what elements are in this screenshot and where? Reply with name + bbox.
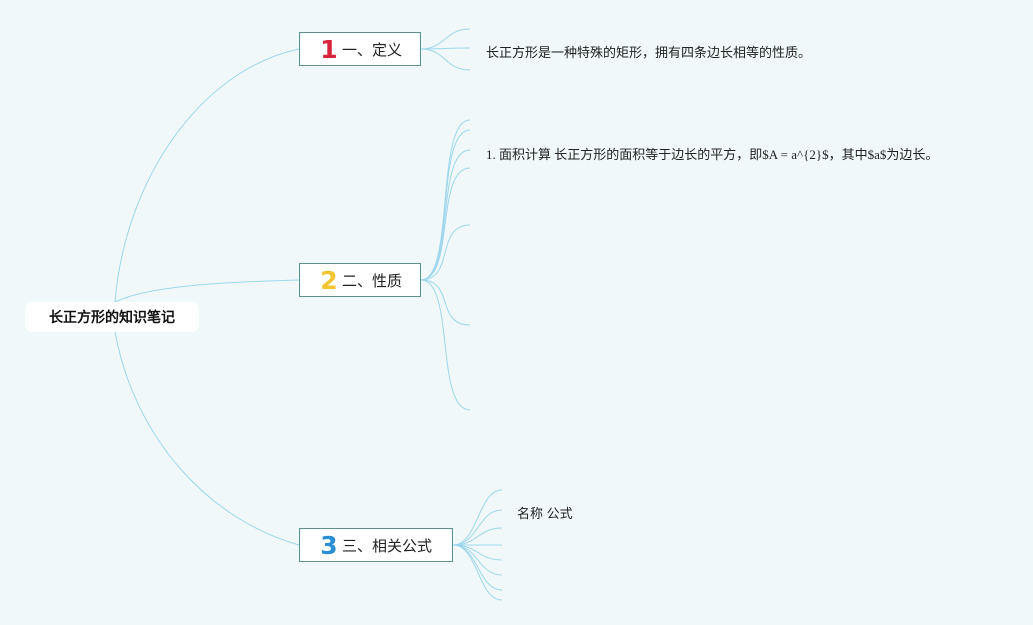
- connector-formulas-7: [452, 544, 503, 601]
- connector-properties-6: [420, 279, 471, 411]
- number-3-icon: 3: [320, 530, 338, 560]
- connector-formulas-2: [452, 527, 503, 546]
- connector-definition-2: [420, 48, 471, 71]
- connector-formulas-0: [452, 489, 503, 546]
- connector-root-branch3: [114, 331, 300, 546]
- connector-formulas-1: [452, 509, 503, 546]
- branch-properties[interactable]: 2 二、性质: [299, 263, 421, 297]
- branch-formulas[interactable]: 3 三、相关公式: [299, 528, 453, 562]
- connector-properties-2: [420, 149, 471, 281]
- leaf-formula-header[interactable]: 名称 公式: [517, 506, 573, 521]
- connector-properties-3: [420, 167, 471, 281]
- connector-root-branch1: [114, 48, 300, 303]
- root-topic-label: 长正方形的知识笔记: [49, 309, 175, 325]
- number-1-icon: 1: [320, 34, 338, 64]
- branch-properties-label: 二、性质: [342, 272, 403, 290]
- branch-definition[interactable]: 1 一、定义: [299, 32, 421, 66]
- number-2-icon: 2: [320, 265, 338, 295]
- connector-properties-4: [420, 224, 471, 281]
- connector-definition-0: [420, 28, 471, 50]
- connector-properties-5: [420, 279, 471, 326]
- connector-properties-1: [420, 129, 471, 281]
- leaf-area-text[interactable]: 1. 面积计算 长正方形的面积等于边长的平方，即$A = a^{2}$，其中$a…: [486, 147, 939, 162]
- connector-root-branch2: [114, 279, 300, 303]
- branch-definition-label: 一、定义: [342, 41, 403, 59]
- root-topic[interactable]: 长正方形的知识笔记: [25, 302, 199, 332]
- leaf-definition-text[interactable]: 长正方形是一种特殊的矩形，拥有四条边长相等的性质。: [486, 45, 812, 60]
- branch-formulas-label: 三、相关公式: [342, 537, 433, 555]
